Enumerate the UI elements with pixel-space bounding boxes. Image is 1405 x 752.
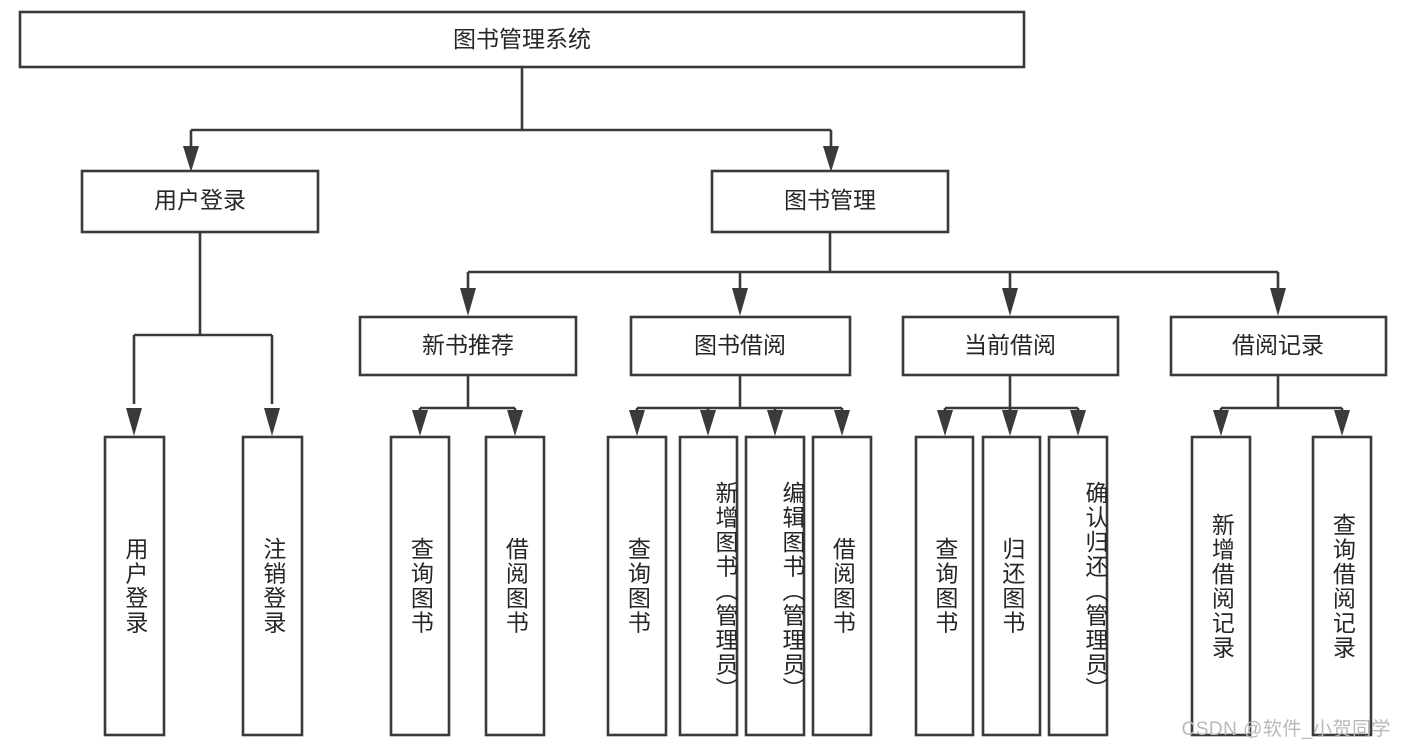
node-borrow-record-label: 借阅记录 xyxy=(1232,332,1324,358)
arrow-bb-leaf-1 xyxy=(629,410,645,436)
arrow-to-book-borrow xyxy=(732,288,748,316)
node-book-borrow[interactable]: 图书借阅 xyxy=(629,315,852,377)
leaf-box-bb-query-book[interactable] xyxy=(606,435,668,737)
node-current-borrow[interactable]: 当前借阅 xyxy=(901,315,1120,377)
connector-new-book-recommend-to-leaves xyxy=(412,375,523,436)
leaf-box-bb-borrow-book[interactable] xyxy=(811,435,873,737)
node-new-book-recommend[interactable]: 新书推荐 xyxy=(358,315,578,377)
node-user-login[interactable]: 用户登录 xyxy=(80,169,320,234)
arrow-nbr-leaf-2 xyxy=(507,410,523,436)
arrow-to-book-management xyxy=(823,146,839,172)
leaf-box-br-query-record[interactable] xyxy=(1311,435,1373,737)
node-book-management-label: 图书管理 xyxy=(784,187,876,213)
arrow-to-new-book-recommend xyxy=(460,288,476,316)
connector-user-login-to-leaves xyxy=(126,232,280,436)
leaf-box-logout[interactable] xyxy=(241,435,304,737)
arrow-to-leaf-user-login xyxy=(126,408,142,436)
node-current-borrow-label: 当前借阅 xyxy=(964,332,1056,358)
leaf-box-cb-return-book[interactable] xyxy=(981,435,1042,737)
arrow-to-borrow-record xyxy=(1270,288,1286,316)
arrow-to-user-login xyxy=(183,146,199,172)
arrow-cb-leaf-2 xyxy=(1002,410,1018,436)
node-borrow-record[interactable]: 借阅记录 xyxy=(1169,315,1388,377)
node-new-book-recommend-label: 新书推荐 xyxy=(422,332,514,358)
node-user-login-label: 用户登录 xyxy=(154,187,246,213)
leaf-box-user-login[interactable] xyxy=(103,435,166,737)
arrow-nbr-leaf-1 xyxy=(412,410,428,436)
arrow-br-leaf-1 xyxy=(1213,410,1229,436)
leaf-box-br-add-record[interactable] xyxy=(1190,435,1252,737)
leaf-box-bb-edit-book[interactable] xyxy=(744,435,806,737)
arrow-to-current-borrow xyxy=(1002,288,1018,316)
node-root[interactable]: 图书管理系统 xyxy=(18,10,1026,69)
node-root-label: 图书管理系统 xyxy=(453,26,591,52)
node-book-management[interactable]: 图书管理 xyxy=(710,169,950,234)
connector-current-borrow-to-leaves xyxy=(937,375,1086,436)
leaf-boxes xyxy=(103,435,1373,737)
arrow-cb-leaf-1 xyxy=(937,410,953,436)
arrow-to-leaf-logout xyxy=(264,408,280,436)
arrow-cb-leaf-3 xyxy=(1070,410,1086,436)
leaf-box-cb-confirm-return[interactable] xyxy=(1047,435,1109,737)
connector-borrow-record-to-leaves xyxy=(1213,375,1350,436)
watermark-text: CSDN @软件_小贺同学 xyxy=(1181,719,1391,740)
connector-book-borrow-to-leaves xyxy=(629,375,850,436)
arrow-bb-leaf-2 xyxy=(700,410,716,436)
arrow-bb-leaf-4 xyxy=(834,410,850,436)
connector-root-to-level1 xyxy=(183,67,839,172)
leaf-box-cb-query-book[interactable] xyxy=(914,435,975,737)
leaf-box-nbr-borrow-book[interactable] xyxy=(484,435,546,737)
connector-book-management-to-level2 xyxy=(460,232,1286,316)
leaf-box-bb-add-book[interactable] xyxy=(678,435,739,737)
arrow-br-leaf-2 xyxy=(1334,410,1350,436)
arrow-bb-leaf-3 xyxy=(767,410,783,436)
node-book-borrow-label: 图书借阅 xyxy=(694,332,786,358)
leaf-box-nbr-query-book[interactable] xyxy=(389,435,451,737)
